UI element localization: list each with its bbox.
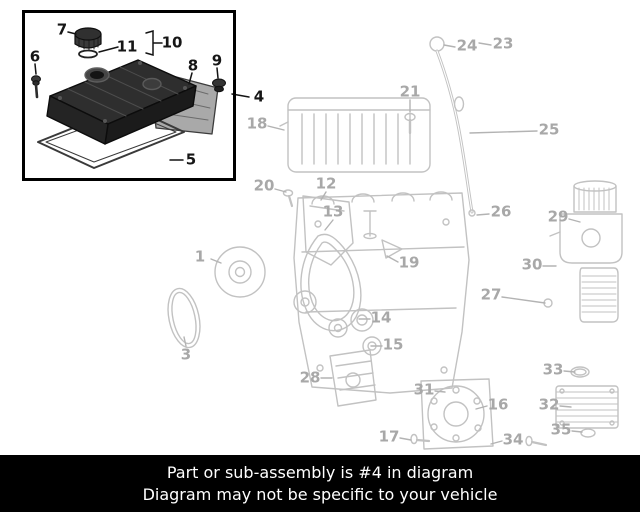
oil-filter-assembly (543, 180, 623, 323)
crankshaft-flange (214, 246, 266, 298)
belt-rollers (293, 290, 382, 356)
banner: Part or sub-assembly is #4 in diagram Di… (0, 455, 640, 512)
cover-bolt (31, 75, 41, 99)
fastener-bolts (282, 112, 548, 447)
grommet (212, 78, 226, 93)
inset-frame (22, 10, 236, 181)
dipstick (429, 36, 476, 217)
stud-and-wedge (363, 210, 403, 259)
faded-leader-lines (183, 42, 583, 445)
oil-pan (279, 97, 431, 173)
highlighted-valve-cover-assembly (31, 27, 226, 169)
banner-line-2: Diagram may not be specific to your vehi… (142, 485, 498, 504)
timing-belt (300, 233, 362, 332)
seal-flange (420, 378, 494, 450)
timing-cover-upper (302, 195, 354, 266)
engine-block (293, 191, 470, 394)
banner-line-1: Part or sub-assembly is #4 in diagram (166, 462, 474, 482)
valve-cover (46, 59, 197, 145)
oring-oval (167, 287, 201, 349)
oil-pump-bracket (329, 349, 377, 407)
oil-cooler (555, 366, 619, 438)
oil-filler-cap (74, 27, 102, 59)
